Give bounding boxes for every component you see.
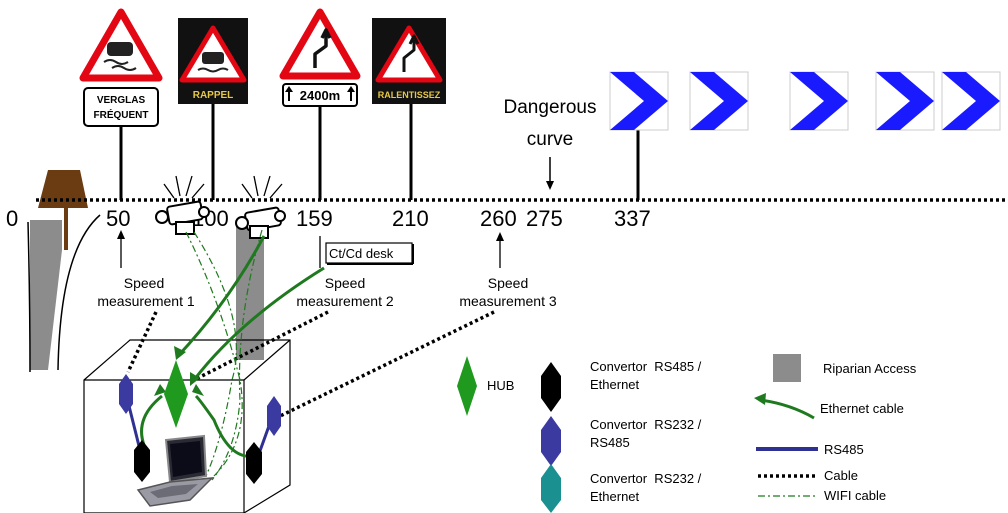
legend-cable: Cable [758,468,858,483]
verglas-line1: VERGLAS [97,95,146,106]
speed-measurement-2: Speed measurement 2 [296,275,393,309]
rs485-ethernet-convertor-icon [541,362,561,412]
dangerous-curve-line2: curve [527,129,573,150]
chevron-signs [609,71,1001,200]
double-curve-sign: 2400m [279,8,361,200]
chevron-icon [789,71,849,131]
legend-ethernet-cable: Ethernet cable [754,393,904,420]
rs232-rs485-convertor-icon [119,374,133,414]
speed-1-line2: measurement 1 [97,293,194,309]
speed-2-line1: Speed [325,275,365,291]
speed-3-line2: measurement 3 [459,293,556,309]
chevron-icon [875,71,935,131]
speed-3-line1: Speed [488,275,528,291]
legend-rs232-ethernet: Convertor RS232 / Ethernet [541,464,702,513]
legend-hub-label: HUB [487,378,514,393]
ethernet-arrowheads [154,346,204,396]
km-marks: 0 50 100 159 210 260 275 337 [6,206,651,231]
legend-text: Convertor RS232 / [590,471,702,486]
km-mark: 50 [106,206,130,231]
rs485-ethernet-convertor-icon [246,442,262,484]
km-mark: 337 [614,206,651,231]
legend-rs485-ethernet: Convertor RS485 / Ethernet [541,359,702,412]
legend-text: Convertor RS232 / [590,417,702,432]
distance-arrow-icon [285,86,355,101]
ct-cd-desk: Ct/Cd desk [319,236,414,268]
ralentissez-sign: RALENTISSEZ [372,18,446,200]
rs232-ethernet-convertor-icon [541,464,561,513]
speed-2-line2: measurement 2 [296,293,393,309]
data-cables [126,310,495,420]
legend-rs485: RS485 [756,442,864,457]
rappel-sign: RAPPEL [178,18,248,200]
curve-arrow-icon [313,28,332,68]
rs485-ethernet-convertor-icon [134,440,150,482]
legend-hub: HUB [457,356,514,416]
legend-text: Convertor RS485 / [590,359,702,374]
legend-riparian: Riparian Access [773,354,917,382]
legend-text: Riparian Access [823,361,917,376]
legend-text: WIFI cable [824,488,886,503]
skid-car-icon [103,42,137,71]
legend-text: Ethernet cable [820,401,904,416]
legend-wifi-cable: WIFI cable [758,488,886,503]
speed-measurement-3: Speed measurement 3 [459,232,557,309]
hub-icon [164,360,188,428]
legend-text: RS485 [590,435,630,450]
km-mark: 260 [480,206,517,231]
legend-text: Ethernet [590,489,640,504]
riparian-access-swatch [773,354,801,382]
legend-text: RS485 [824,442,864,457]
rs232-rs485-convertor-icon [267,396,281,436]
km-mark: 210 [392,206,429,231]
km-mark: 275 [526,206,563,231]
legend-rs232-rs485: Convertor RS232 / RS485 [541,416,702,466]
km-mark: 159 [296,206,333,231]
verglas-line2: FRÉQUENT [94,108,149,121]
ralentissez-label: RALENTISSEZ [378,90,441,100]
speed-measurement-1: Speed measurement 1 [97,230,195,309]
legend-text: Cable [824,468,858,483]
hub-icon [457,356,477,416]
chevron-icon [689,71,749,131]
control-box [83,339,291,513]
rappel-label: RAPPEL [193,90,234,101]
legend: HUB Convertor RS485 / Ethernet Convertor… [457,354,917,513]
camera-icon [155,175,210,235]
dangerous-curve-line1: Dangerous [504,97,597,118]
speed-1-line1: Speed [124,275,164,291]
rs232-rs485-convertor-icon [541,416,561,466]
km-mark: 0 [6,206,18,231]
camera-icon [235,175,286,239]
distance-label: 2400m [300,88,340,103]
slippery-road-sign: VERGLAS FRÉQUENT [79,8,163,200]
chevron-icon [609,71,669,131]
desk-label: Ct/Cd desk [329,246,394,261]
legend-text: Ethernet [590,377,640,392]
dangerous-curve-arrow [546,157,554,190]
ethernet-links [140,235,325,458]
laptop-icon [136,434,215,507]
chevron-icon [941,71,1001,131]
